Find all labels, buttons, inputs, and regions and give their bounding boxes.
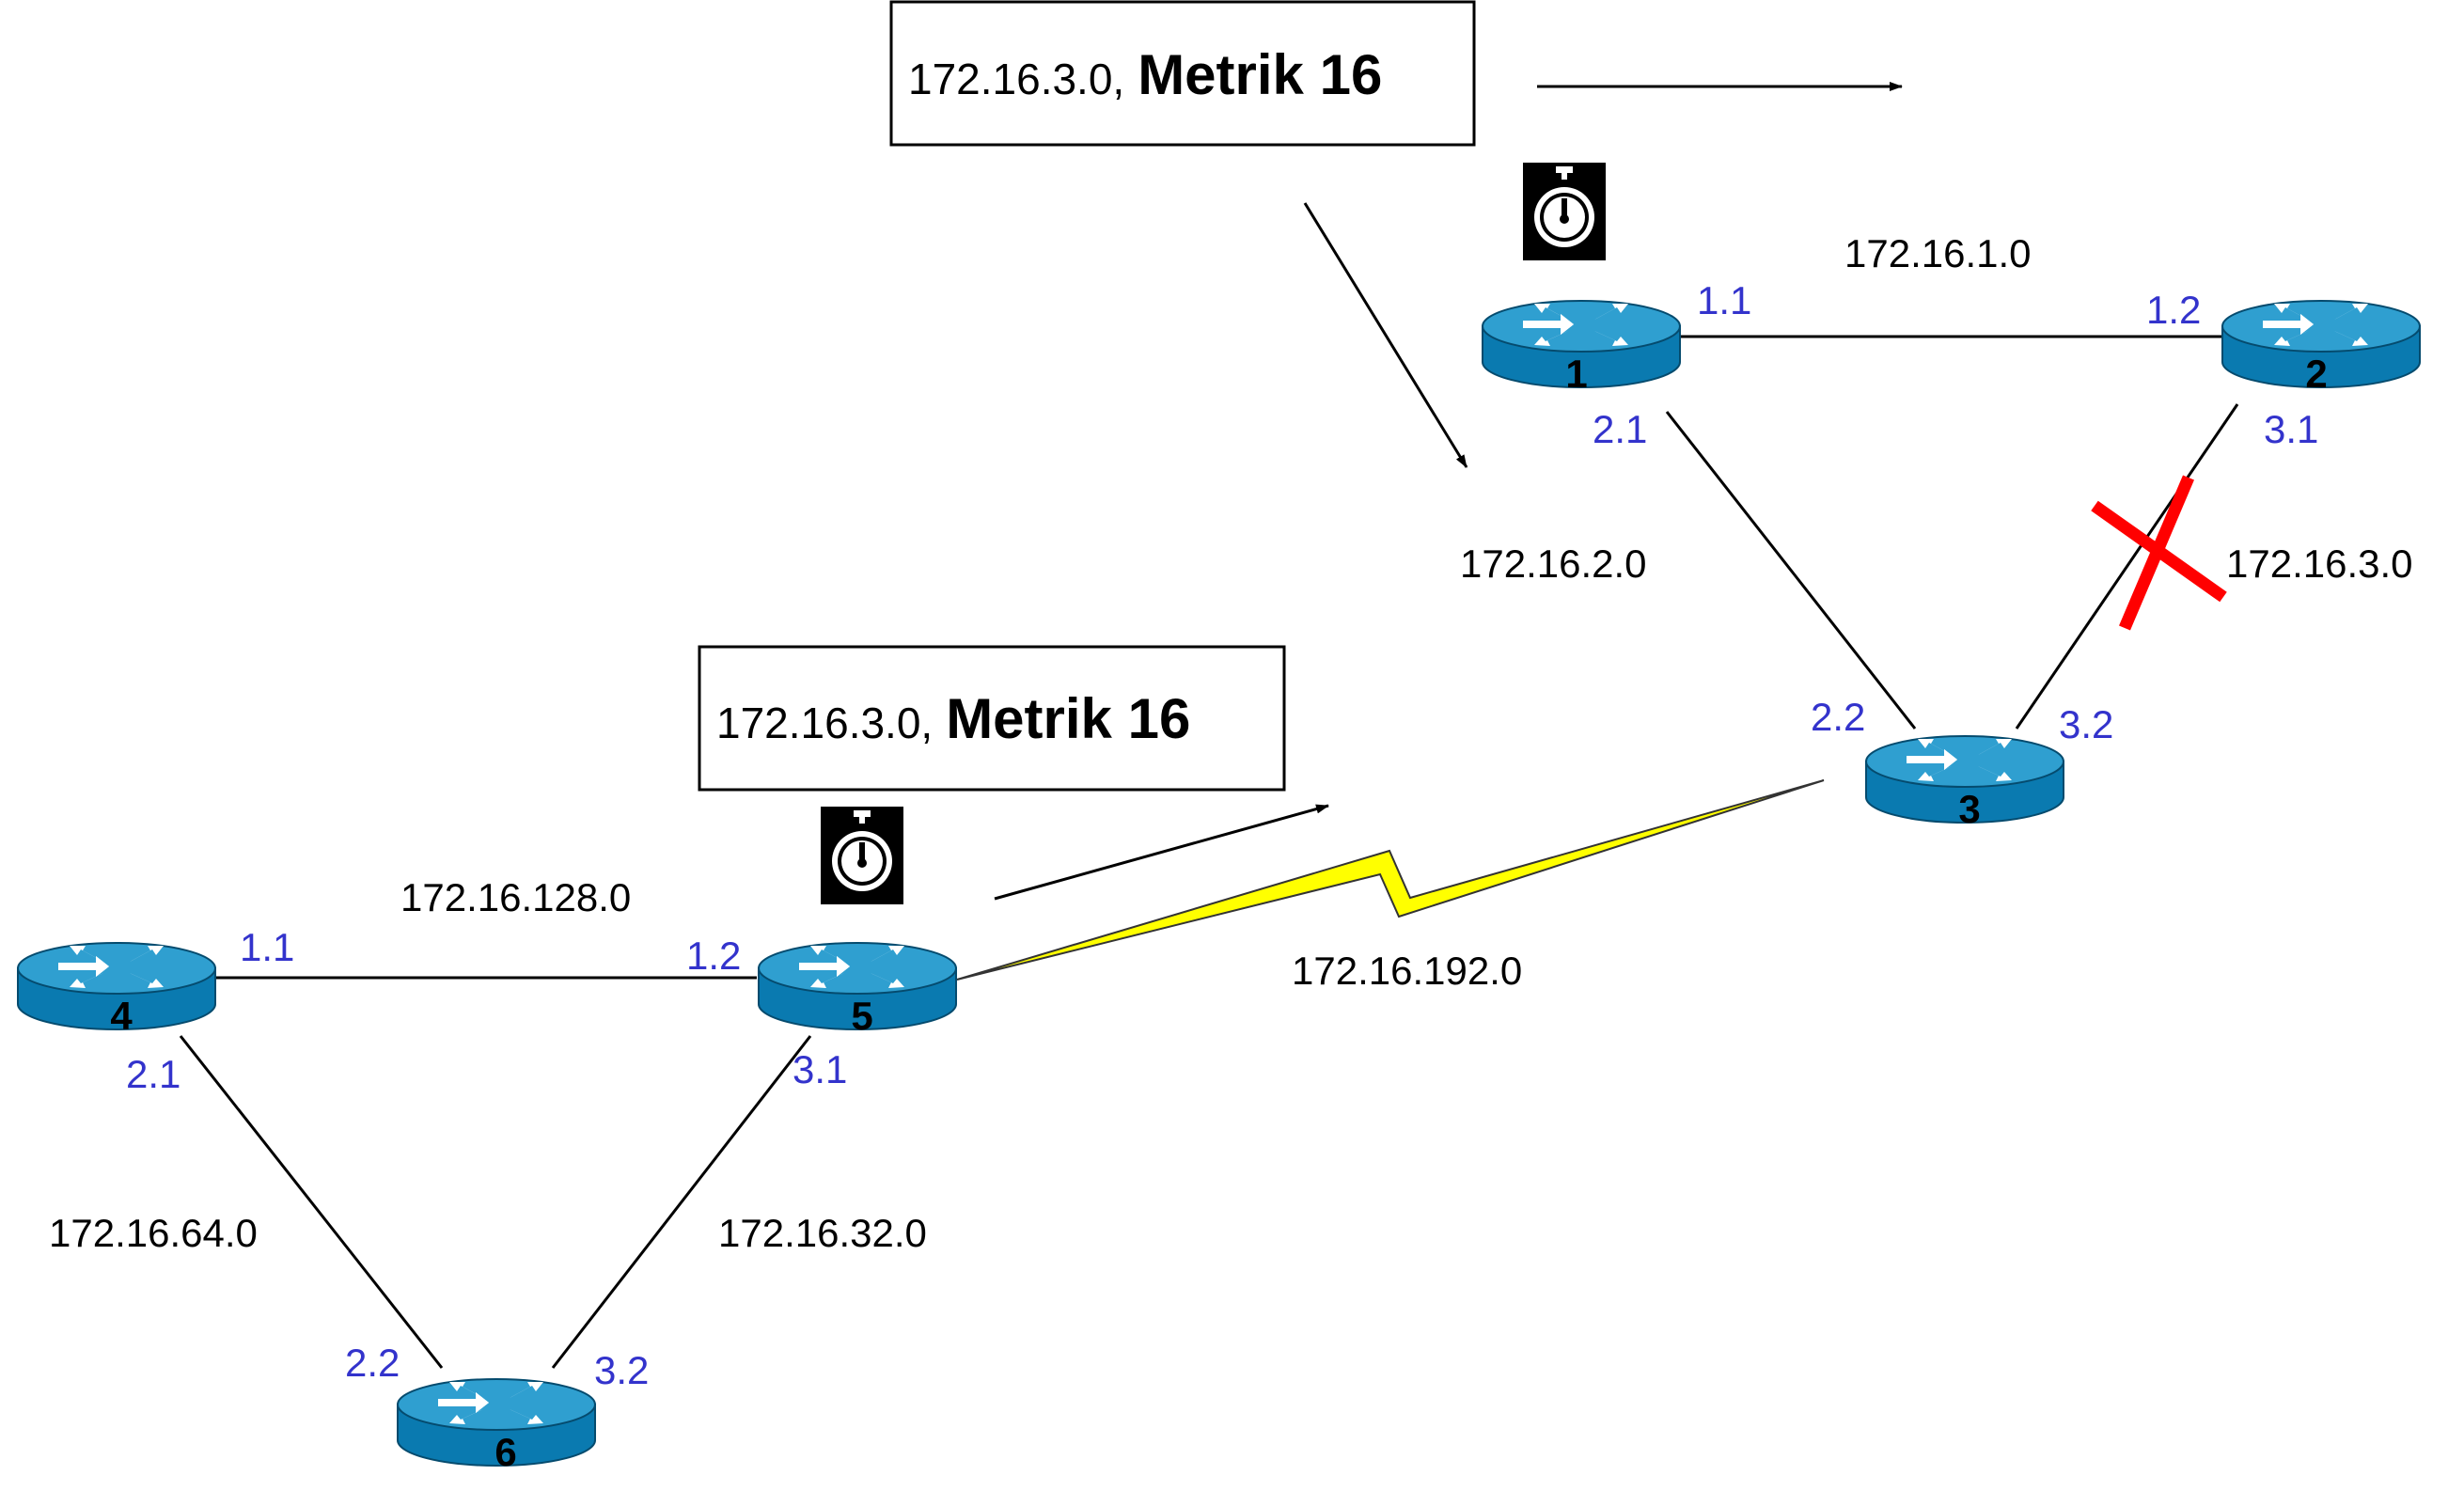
svg-text:172.16.3.0,Metrik 16: 172.16.3.0, Metrik 16: [716, 687, 1190, 750]
router-4[interactable]: 4: [17, 942, 216, 1038]
interface-label: 1.1: [240, 925, 294, 969]
message-network: 172.16.3.0,: [716, 698, 933, 747]
router-1[interactable]: 1: [1482, 300, 1681, 396]
interface-label: 3.2: [594, 1348, 649, 1392]
interface-label: 2.1: [1593, 407, 1647, 451]
router-3[interactable]: 3: [1865, 735, 2064, 831]
interface-label: 3.1: [2264, 407, 2318, 451]
message-metric: Metrik 16: [946, 687, 1190, 750]
link-r1-r3: [1665, 411, 1917, 730]
interface-label: 2.2: [345, 1341, 400, 1385]
message-network: 172.16.3.0,: [908, 55, 1124, 103]
stopwatch-icon: [821, 807, 903, 904]
network-label-172-16-128-0: 172.16.128.0: [400, 875, 631, 919]
router-5[interactable]: 5: [758, 942, 957, 1038]
router-6[interactable]: 6: [397, 1378, 596, 1474]
stopwatch-icon: [1523, 163, 1606, 260]
link-r5-r6: [551, 1035, 812, 1369]
router-number: 6: [494, 1430, 516, 1474]
red-x-failure-icon: [2091, 475, 2227, 631]
arrow-mid-right: [994, 804, 1329, 901]
network-label-172-16-32-0: 172.16.32.0: [718, 1211, 927, 1255]
update-message-middle: 172.16.3.0, Metrik 16: [698, 645, 1286, 792]
links: [179, 335, 2239, 1369]
link-r4-r6: [179, 1035, 444, 1369]
message-metric: Metrik 16: [1138, 43, 1382, 106]
svg-text:172.16.3.0,Metrik 16: 172.16.3.0, Metrik 16: [908, 43, 1382, 106]
interface-label: 1.2: [686, 934, 741, 978]
network-label-172-16-1-0: 172.16.1.0: [1844, 231, 2032, 275]
interface-label: 3.2: [2059, 702, 2113, 746]
arrow-top-diagonal: [1303, 202, 1468, 468]
update-message-top: 172.16.3.0, Metrik 16: [889, 0, 1476, 147]
network-label-172-16-3-0: 172.16.3.0: [2226, 541, 2413, 586]
link-r2-r3: [2015, 403, 2239, 730]
arrows: [994, 82, 1903, 901]
interface-label: 2.2: [1811, 695, 1865, 739]
router-number: 5: [851, 994, 872, 1038]
router-number: 1: [1565, 352, 1587, 396]
interface-label: 3.1: [793, 1047, 847, 1091]
interface-labels: 1.1 2.1 1.2 3.1 2.2 3.2 1.1 2.1 1.2 3.1 …: [126, 278, 2318, 1392]
router-2[interactable]: 2: [2221, 300, 2421, 396]
interface-label: 2.1: [126, 1052, 180, 1096]
interface-label: 1.2: [2146, 288, 2201, 332]
network-label-172-16-2-0: 172.16.2.0: [1460, 541, 1647, 586]
router-number: 3: [1958, 787, 1980, 831]
network-label-172-16-64-0: 172.16.64.0: [49, 1211, 258, 1255]
router-number: 2: [2305, 352, 2327, 396]
interface-label: 1.1: [1697, 278, 1751, 322]
router-number: 4: [110, 994, 133, 1038]
serial-link-r5-r3: [956, 779, 1825, 981]
network-label-172-16-192-0: 172.16.192.0: [1292, 949, 1522, 993]
network-labels: 172.16.1.0 172.16.2.0 172.16.3.0 172.16.…: [49, 231, 2413, 1255]
